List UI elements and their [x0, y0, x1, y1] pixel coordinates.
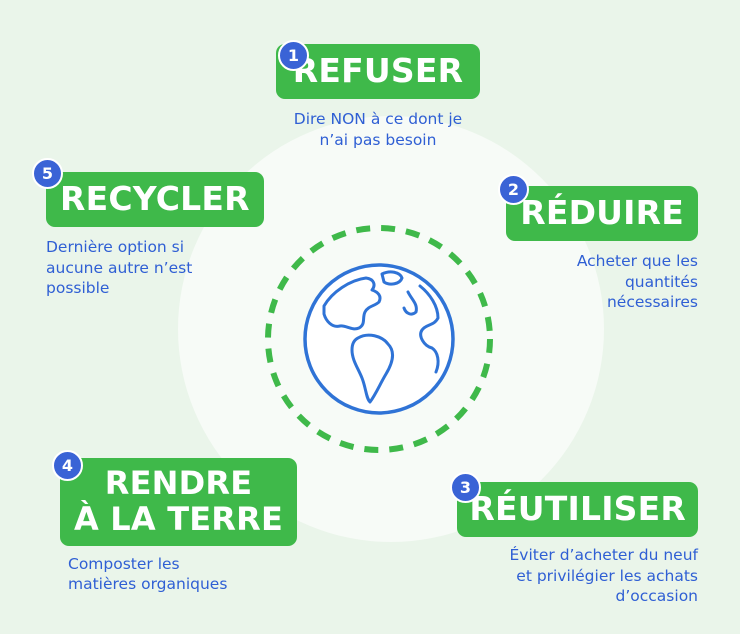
step-5-badge: 5: [32, 158, 63, 189]
globe-icon: [262, 222, 496, 456]
step-2-badge: 2: [498, 174, 529, 205]
step-5-description: Dernière option si aucune autre n’est po…: [46, 237, 193, 298]
step-1-badge: 1: [278, 40, 309, 71]
step-4-badge: 4: [52, 450, 83, 481]
step-4: RENDRE À LA TERRE Composter les matières…: [52, 450, 320, 595]
step-5-title: RECYCLER: [46, 172, 264, 227]
step-5: RECYCLER Dernière option si aucune autre…: [32, 158, 296, 299]
step-3-badge: 3: [450, 472, 481, 503]
step-4-description: Composter les matières organiques: [68, 554, 228, 594]
step-2-description: Acheter que les quantités nécessaires: [576, 251, 698, 312]
step-2-title: RÉDUIRE: [506, 186, 698, 241]
step-3-title: RÉUTILISER: [457, 482, 698, 537]
step-3-description: Éviter d’acheter du neuf et privilégier …: [509, 545, 698, 606]
step-3: RÉUTILISER Éviter d’acheter du neuf et p…: [440, 472, 698, 607]
step-2: RÉDUIRE Acheter que les quantités nécess…: [470, 174, 698, 313]
step-1-title: REFUSER: [275, 44, 481, 99]
step-4-title: RENDRE À LA TERRE: [60, 458, 298, 546]
step-1: REFUSER Dire NON à ce dont je n’ai pas b…: [258, 40, 498, 150]
step-1-description: Dire NON à ce dont je n’ai pas besoin: [293, 109, 463, 149]
